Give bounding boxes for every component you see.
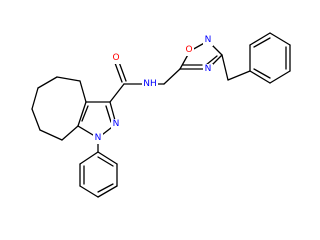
- amide-oxygen-label: O: [112, 53, 119, 63]
- cycloheptane-ring: [31, 76, 87, 141]
- oxadiazole-n2-label: N: [205, 35, 212, 45]
- amide-nh-label: NH: [143, 79, 157, 89]
- oxadiazole-oxygen-label: O: [185, 45, 192, 55]
- benzyl-linker: [221, 54, 251, 81]
- methylene-linker: [155, 68, 181, 85]
- oxadiazole-n4-label: N: [205, 64, 212, 74]
- benzyl-phenyl-ring: [249, 32, 291, 84]
- pyrazole-n1-label: N: [95, 133, 102, 143]
- carboxamide-group: [109, 61, 145, 103]
- pyrazole-n2-label: N: [113, 119, 120, 129]
- atom-labels: O NH N N O N N: [93, 35, 213, 144]
- molecule-canvas: O NH N N O N N: [31, 32, 291, 198]
- n-phenyl-ring: [79, 143, 118, 198]
- structure-drawing: O NH N N O N N: [31, 32, 291, 198]
